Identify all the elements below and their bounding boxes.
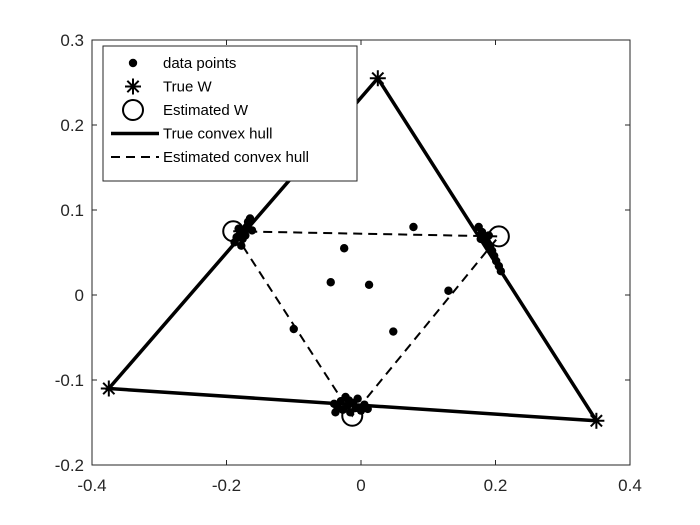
- data-point-37: [363, 404, 372, 414]
- x-tick-label-0: -0.4: [77, 476, 106, 495]
- y-tick-label-3: 0.1: [60, 201, 84, 220]
- estimated-w-marker-0: [222, 220, 245, 243]
- data-point-8: [247, 226, 257, 235]
- true-w-marker-2: [588, 412, 605, 429]
- legend-marker-estimated-w: [122, 99, 144, 121]
- data-point-46: [389, 327, 398, 336]
- series-layer: [100, 70, 605, 429]
- true-w-marker-1: [100, 380, 117, 397]
- data-point-7: [245, 214, 255, 223]
- legend-marker-data-points: [128, 58, 138, 68]
- data-point-9: [237, 241, 246, 250]
- legend-label-0: data points: [163, 55, 236, 72]
- data-point-38: [331, 408, 340, 417]
- data-point-44: [444, 286, 453, 295]
- data-point-45: [289, 324, 298, 334]
- y-tick-label-4: 0.2: [60, 116, 84, 135]
- data-point-43: [364, 280, 374, 289]
- y-tick-label-1: -0.1: [55, 371, 84, 390]
- data-point-22: [496, 267, 506, 276]
- y-tick-label-0: -0.2: [55, 456, 84, 475]
- legend-label-4: Estimated convex hull: [163, 149, 309, 166]
- data-point-10: [234, 224, 243, 233]
- legend-box: [102, 45, 358, 182]
- legend-marker-true-w: [125, 78, 141, 95]
- data-point-40: [339, 244, 349, 253]
- x-tick-label-2: 0: [356, 476, 365, 495]
- x-tick-label-4: 0.4: [618, 476, 642, 495]
- legend-label-3: True convex hull: [163, 126, 273, 143]
- x-tick-label-3: 0.2: [484, 476, 508, 495]
- data-point-34: [353, 394, 362, 403]
- data-point-42: [326, 278, 335, 287]
- y-tick-label-5: 0.3: [60, 31, 84, 50]
- true-w-marker-0: [369, 70, 386, 87]
- estimated-w-marker-2: [341, 404, 364, 427]
- estimated-w-marker-1: [487, 225, 510, 248]
- legend-label-2: Estimated W: [163, 102, 249, 119]
- y-tick-label-2: 0: [75, 286, 84, 305]
- data-point-39: [344, 396, 354, 405]
- legend-label-1: True W: [163, 79, 212, 96]
- estimated-convex-hull-line: [231, 230, 501, 418]
- x-tick-label-1: -0.2: [212, 476, 241, 495]
- data-point-41: [409, 222, 418, 232]
- data-point-23: [476, 234, 485, 244]
